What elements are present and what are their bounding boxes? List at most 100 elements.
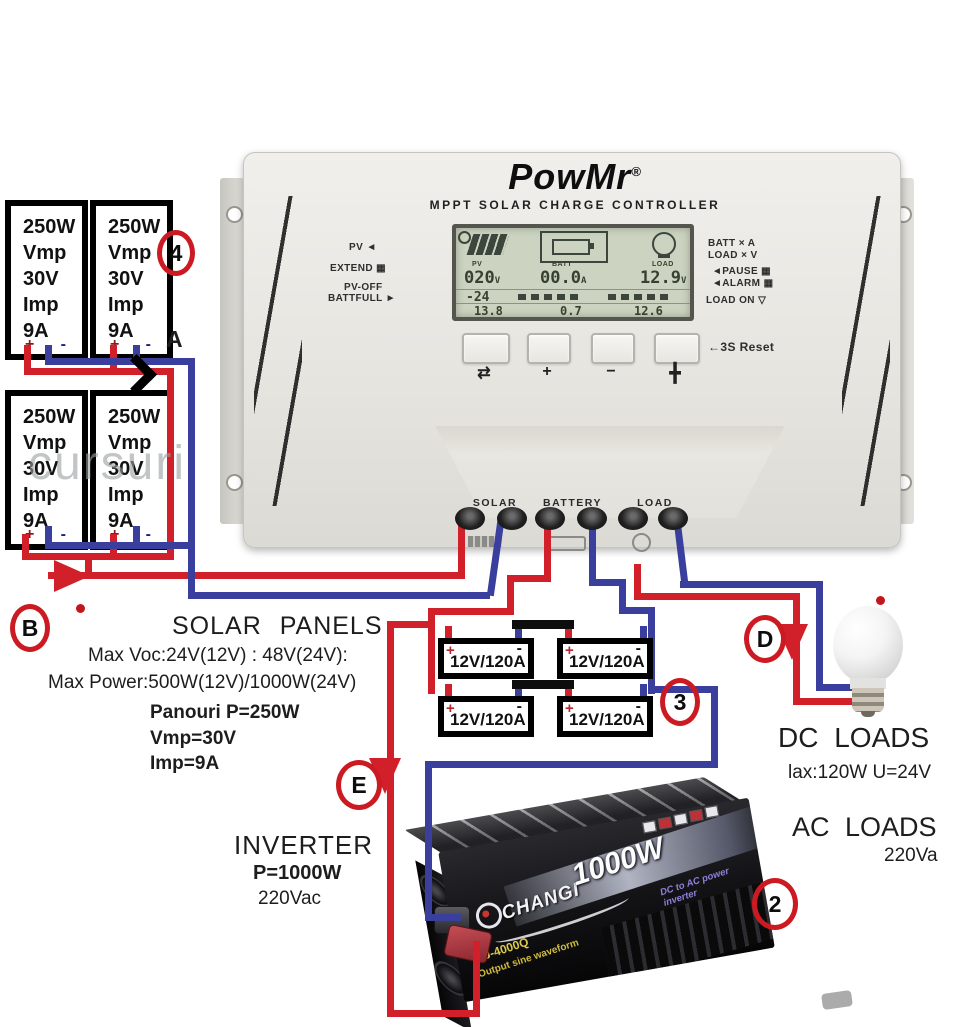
panel-plus-terminal: +	[25, 526, 35, 543]
panel-vmp-label: Vmp	[108, 242, 152, 264]
lcd-display: PV BATT LOAD 020V 00.0A 12.9V -24 13.8 0…	[452, 224, 694, 321]
controller-recess	[435, 426, 785, 518]
load-terminal-label: LOAD	[637, 497, 673, 509]
jumper-stub-bat1-neg	[515, 624, 522, 640]
battery-3: + 12V/120A -	[438, 696, 534, 737]
panel-vmp-value: 30V	[23, 268, 59, 290]
battery-minus: -	[516, 640, 522, 657]
wire-batt-pos-h2	[428, 608, 514, 615]
ac-loads-title: AC LOADS	[792, 812, 937, 842]
panel-minus-terminal: -	[60, 526, 66, 543]
solar-mini-icon	[468, 536, 502, 547]
panel-watts: 250W	[108, 216, 161, 238]
panel-plus-terminal: +	[25, 332, 34, 358]
minus-icon: −	[606, 363, 616, 380]
wire-pv-to-controller	[48, 572, 465, 579]
reset-hint-label: ←3S Reset	[708, 340, 775, 354]
wire-inverter-neg-h2	[425, 761, 718, 768]
plus-icon: +	[542, 363, 552, 380]
battery-minus: -	[635, 640, 641, 657]
wire-solar-pos-stub	[458, 516, 465, 579]
wire-dcload-pos-h	[634, 593, 800, 600]
led-indicator	[688, 809, 704, 823]
wire-bat1-pos-stub	[445, 626, 452, 642]
label-load-on: LOAD ON ▽	[706, 295, 767, 306]
lcd-segment-bar	[608, 294, 670, 300]
terminal-screw	[455, 507, 485, 530]
panel-vmp-label: Vmp	[23, 242, 67, 264]
panel-imp-value: 9A	[108, 510, 134, 532]
screw-hole	[226, 474, 243, 491]
lcd-temp-value: -24	[466, 290, 490, 305]
panel-imp-label: Imp	[108, 484, 144, 506]
terminal-screw	[658, 507, 688, 530]
solar-panel-3: 250W Vmp 30V Imp 9A + -	[5, 390, 88, 550]
led-bulb-screw-base	[852, 688, 884, 712]
wire-batt-neg-stub	[589, 516, 596, 586]
pv-panel-icon	[466, 234, 510, 255]
battery-jumper-bottom	[512, 680, 574, 689]
label-battfull: BATTFULL ►	[328, 293, 396, 304]
panel-watts: 250W	[108, 406, 161, 428]
lcd-divider	[456, 289, 690, 290]
lcd-load-label: LOAD	[652, 261, 674, 268]
jumper-stub-bat3-neg	[515, 684, 522, 700]
led-bulb-neck	[850, 678, 886, 689]
panel-imp-label: Imp	[108, 294, 144, 316]
battery-label: 12V/120A	[569, 652, 645, 671]
wire-batt-pos-stub	[544, 516, 551, 582]
battery-2: + 12V/120A -	[557, 638, 653, 679]
panel-minus-terminal: -	[145, 336, 151, 353]
wire-inverter-neg-drop	[425, 761, 432, 921]
imp-spec: Imp=9A	[150, 753, 220, 774]
panel-imp-value: 9A	[23, 320, 49, 342]
panel-watts: 250W	[23, 406, 76, 428]
heatsink-fins-right	[842, 196, 890, 506]
wire-neg-bus-bottom	[45, 542, 195, 549]
wire-batt-neg-h2	[619, 607, 655, 614]
panel-vmp-value: 30V	[23, 458, 59, 480]
wire-batt-pos-h1	[507, 575, 551, 582]
wire-p3-neg	[45, 526, 52, 546]
controller-brand: PowMr®	[430, 156, 720, 198]
wire-pos-bus-bottom	[22, 553, 174, 560]
controller-button-plus	[527, 333, 571, 364]
wire-bat4-pos-stub	[565, 684, 572, 702]
battery-icon	[552, 239, 590, 255]
label-extend: EXTEND ▦	[330, 263, 386, 274]
battery-label: 12V/120A	[569, 710, 645, 729]
solar-terminal-label: SOLAR	[472, 497, 518, 509]
wire-inverter-pos-bottom	[387, 1010, 480, 1017]
led-bulb-globe	[833, 606, 903, 684]
solar-power-spec: Max Power:500W(12V)/1000W(24V)	[48, 672, 357, 693]
wire-pv-neg-to-controller	[188, 592, 490, 599]
wire-inverter-pos-up	[473, 941, 480, 1017]
lcd-stat-2: 0.7	[560, 304, 582, 318]
panel-imp-label: Imp	[23, 294, 59, 316]
terminal-screw	[535, 507, 565, 530]
battery-4: + 12V/120A -	[557, 696, 653, 737]
wire-bat2-neg-stub	[640, 626, 647, 642]
annotation-a-label: A	[166, 326, 183, 352]
lcd-stat-3: 12.6	[634, 304, 663, 318]
lcd-batt-label: BATT	[552, 261, 573, 268]
wire-dcload-pos-to-bulb	[793, 698, 867, 705]
panel-vmp-value: 30V	[108, 268, 144, 290]
panel-vmp-label: Vmp	[23, 432, 67, 454]
dc-loads-spec: lax:120W U=24V	[788, 762, 932, 783]
lcd-stat-1: 13.8	[474, 304, 503, 318]
solar-panel-2: 250W Vmp 30V Imp 9A + -	[90, 200, 173, 360]
annotation-d-badge: D	[744, 615, 786, 663]
menu-arrows-icon: ⇄	[477, 365, 491, 382]
battery-plus: +	[446, 642, 455, 659]
load-face-icon	[652, 232, 676, 256]
lcd-segment-bar	[518, 294, 580, 300]
battery-jumper-top	[512, 620, 574, 629]
annotation-e-badge: E	[336, 760, 382, 810]
panel-plus-terminal: +	[110, 332, 119, 358]
wire-p4-neg	[133, 526, 140, 546]
battery-tip-icon	[590, 243, 594, 249]
controller-button-menu	[462, 333, 510, 364]
bulb-mini-icon	[632, 533, 651, 552]
wire-pos-bus-top	[24, 368, 174, 375]
